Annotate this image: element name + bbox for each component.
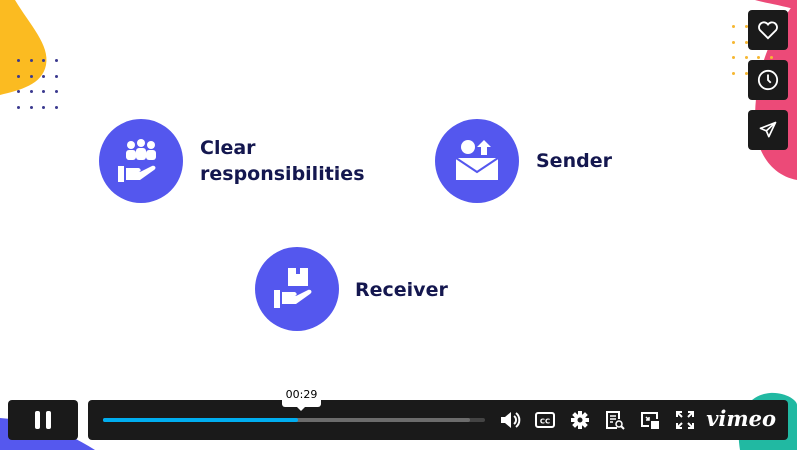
pause-icon [35, 411, 40, 429]
decorative-dots [17, 59, 67, 109]
hand-box-icon [255, 247, 339, 331]
transcript-button[interactable] [604, 409, 626, 431]
volume-button[interactable] [499, 409, 521, 431]
captions-button[interactable]: CC [534, 409, 556, 431]
share-button[interactable] [748, 110, 788, 150]
time-tooltip: 00:29 [282, 385, 321, 411]
item-label-receiver: Receiver [355, 279, 448, 301]
decorative-blob-yellow [0, 0, 47, 95]
settings-button[interactable] [569, 409, 591, 431]
pause-icon [46, 411, 51, 429]
fullscreen-icon [676, 411, 694, 429]
played-bar [103, 418, 298, 422]
watch-later-button[interactable] [748, 60, 788, 100]
vimeo-logo[interactable]: vimeo [706, 406, 776, 431]
pip-icon [641, 412, 659, 429]
label-line: responsibilities [200, 163, 365, 185]
volume-icon [501, 412, 521, 428]
label-line: Clear [200, 137, 256, 159]
send-icon [759, 121, 777, 138]
hand-people-icon [99, 119, 183, 203]
gear-icon [571, 411, 589, 429]
svg-text:CC: CC [540, 418, 550, 426]
transcript-search-icon [606, 411, 625, 430]
control-bar: CC vimeo [88, 400, 788, 440]
cc-icon: CC [535, 412, 555, 428]
envelope-upload-icon [435, 119, 519, 203]
item-label-clear-responsibilities: Clear responsibilities [200, 135, 365, 187]
progress-bar[interactable] [103, 418, 485, 422]
item-label-sender: Sender [536, 150, 612, 172]
like-button[interactable] [748, 10, 788, 50]
pause-button[interactable] [8, 400, 78, 440]
heart-icon [758, 21, 778, 40]
clock-icon [757, 69, 779, 91]
picture-in-picture-button[interactable] [639, 409, 661, 431]
fullscreen-button[interactable] [674, 409, 696, 431]
